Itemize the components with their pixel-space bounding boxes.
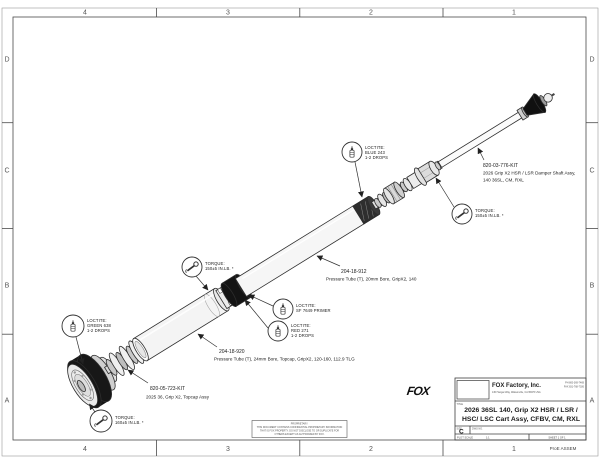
proprietary-line: OTHERS EXCEPT AS AUTHORIZED BY FOX. bbox=[275, 433, 325, 436]
callout-loctite-green: LOCTITE: GREEN 638 1-2 DROPS bbox=[61, 314, 112, 338]
damper-internals bbox=[370, 160, 443, 210]
label-damper-shaft-assy: 820-03-776-KIT 2026 Grip X2 HSR / LSR Da… bbox=[483, 163, 575, 183]
callout-text: TORQUE: bbox=[475, 208, 495, 213]
dwg-no-label: DWG NO. bbox=[472, 428, 483, 431]
callout-text: 1-2 DROPS bbox=[87, 328, 110, 333]
zone-row-left: D bbox=[4, 57, 9, 64]
callout-text: SF 7649 PRIMER bbox=[296, 308, 331, 313]
sheet-border bbox=[1, 7, 599, 457]
title-label: TITLE bbox=[457, 403, 464, 406]
leader-lines bbox=[75, 147, 485, 413]
zone-row-right: C bbox=[589, 168, 594, 175]
zone-col-top: 1 bbox=[512, 10, 516, 17]
damper-shaft bbox=[437, 110, 524, 168]
callout-text: LOCTITE: bbox=[87, 318, 107, 323]
company-name: FOX Factory, Inc. bbox=[492, 383, 541, 389]
zone-row-right: A bbox=[590, 398, 595, 405]
callout-text: LOCTITE: bbox=[365, 145, 385, 150]
callout-torque-mid: TORQUE: 150±5 IN.LB. * bbox=[181, 256, 234, 278]
zone-labels: 4 3 2 1 4 3 2 1 D C B A D C B A bbox=[4, 10, 594, 454]
callout-text: RED 271 bbox=[291, 328, 309, 333]
zone-row-right: D bbox=[589, 57, 594, 64]
fox-logo: FOX bbox=[406, 384, 432, 398]
callout-text: 150±5 IN.LB. * bbox=[475, 213, 504, 218]
proprietary-note: PROPRIETARY: THIS DOCUMENT CONTAINS CONF… bbox=[251, 420, 348, 438]
callout-text: 150±5 IN.LB. * bbox=[205, 266, 234, 271]
callout-text: LOCTITE: bbox=[296, 303, 316, 308]
topcap-knob bbox=[67, 353, 118, 409]
plot-scale-value: 1:1 bbox=[486, 436, 490, 440]
zone-col-bottom: 2 bbox=[369, 446, 373, 453]
callout-text: LOCTITE: bbox=[291, 323, 311, 328]
part-desc: 140 36SL, CM, RXL bbox=[483, 178, 524, 183]
zone-col-bottom: 4 bbox=[83, 446, 87, 453]
callout-text: 1-2 DROPS bbox=[291, 333, 314, 338]
part-number: 820-03-776-KIT bbox=[483, 163, 518, 169]
callout-loctite-primer: LOCTITE: SF 7649 PRIMER bbox=[272, 298, 331, 320]
callout-torque-topcap: TORQUE: 160±5 IN.LB. * bbox=[89, 409, 144, 433]
zone-col-bottom: 3 bbox=[226, 446, 230, 453]
callout-text: 1-2 DROPS bbox=[365, 155, 388, 160]
company-fax: FAX 831-768-7026 bbox=[564, 386, 585, 389]
size-label: SIZE bbox=[457, 428, 463, 431]
zone-col-bottom: 1 bbox=[512, 446, 516, 453]
callout-loctite-blue: LOCTITE: BLUE 243 1-2 DROPS bbox=[341, 141, 388, 163]
part-desc: Pressure Tube (T), 24mm Bore, Topcap, Gr… bbox=[214, 357, 355, 362]
callouts: LOCTITE: GREEN 638 1-2 DROPS TORQUE: 160… bbox=[61, 141, 504, 433]
zone-col-top: 4 bbox=[83, 10, 87, 17]
shaft-end-fitting bbox=[516, 93, 555, 121]
sheet-number: SHEET 1 OF 1 bbox=[548, 436, 566, 440]
title-block: FOX FOX Factory, Inc. 130 Hangar Way, Wa… bbox=[406, 377, 587, 451]
part-number: 204-18-912 bbox=[341, 269, 367, 275]
zone-row-left: A bbox=[5, 398, 10, 405]
company-phone: PH 800-369-7469 bbox=[565, 382, 585, 385]
damper-assembly bbox=[67, 93, 555, 409]
callout-torque-shaft: TORQUE: 150±5 IN.LB. * bbox=[451, 203, 504, 225]
label-pressure-tube-20mm: 204-18-912 Pressure Tube (T), 20mm Bore,… bbox=[326, 269, 417, 282]
footer-note: ProE ASSEM bbox=[550, 446, 577, 451]
callout-text: 160±5 IN.LB. * bbox=[115, 420, 144, 425]
size-value: C bbox=[459, 429, 464, 436]
proprietary-line: THIS DOCUMENT CONTAINS CONFIDENTIAL PROP… bbox=[257, 426, 343, 429]
proprietary-line: PROPRIETARY: bbox=[291, 423, 309, 426]
zone-row-right: B bbox=[590, 283, 595, 290]
callout-text: TORQUE: bbox=[205, 261, 225, 266]
company-address: 130 Hangar Way, Watsonville, CA 95076 US… bbox=[492, 391, 541, 394]
pressure-tube-24mm-part bbox=[132, 287, 230, 362]
callout-text: TORQUE: bbox=[115, 415, 135, 420]
zone-col-top: 2 bbox=[369, 10, 373, 17]
label-pressure-tube-24mm: 204-18-920 Pressure Tube (T), 24mm Bore,… bbox=[214, 349, 355, 362]
callout-text: BLUE 243 bbox=[365, 150, 385, 155]
part-desc: Pressure Tube (T), 20mm Bore, GripX2, 14… bbox=[326, 277, 417, 282]
callout-text: GREEN 638 bbox=[87, 323, 112, 328]
callout-loctite-red: LOCTITE: RED 271 1-2 DROPS bbox=[267, 320, 314, 342]
zone-row-left: C bbox=[4, 168, 9, 175]
plot-scale-label: PLOT SCALE bbox=[457, 436, 473, 440]
drawing-title-line2: HSC/ LSC Cart Assy, CFBV, CM, RXL bbox=[462, 416, 580, 423]
zone-row-left: B bbox=[5, 283, 10, 290]
drawing-title-line1: 2026 36SL 140, Grip X2 HSR / LSR / bbox=[464, 407, 578, 414]
part-desc: 2025 36, Grip X2, Topcap Assy bbox=[146, 395, 210, 400]
part-desc: 2026 Grip X2 HSR / LSR Damper Shaft Assy… bbox=[483, 171, 575, 176]
label-topcap-assy: 820-05-723-KIT 2025 36, Grip X2, Topcap … bbox=[146, 386, 210, 400]
part-number: 820-05-723-KIT bbox=[150, 386, 185, 392]
zone-col-top: 3 bbox=[226, 10, 230, 17]
proprietary-line: THAT IS FOX PROPERTY. DO NOT DISCLOSE TO… bbox=[260, 430, 339, 433]
part-number: 204-18-920 bbox=[219, 349, 245, 355]
topcap-spring-stack bbox=[103, 340, 147, 376]
part-labels: 820-03-776-KIT 2026 Grip X2 HSR / LSR Da… bbox=[146, 163, 575, 400]
